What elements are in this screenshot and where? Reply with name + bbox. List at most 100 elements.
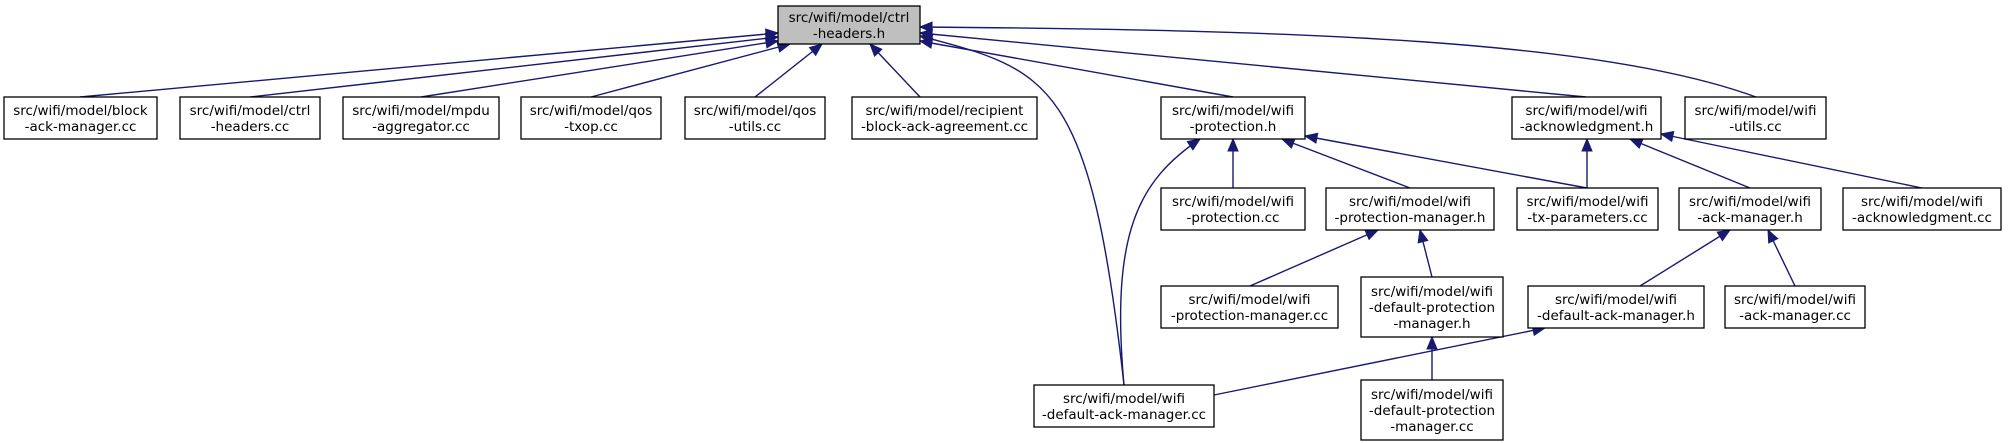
node-wifi-ack-manager-h[interactable]: src/wifi/model/wifi-ack-manager.h <box>1678 187 1822 231</box>
node-wifi-protection-cc[interactable]: src/wifi/model/wifi-protection.cc <box>1160 187 1306 231</box>
node-label-line: -protection-manager.cc <box>1171 308 1328 324</box>
node-label-line: -headers.h <box>813 26 885 42</box>
node-qos-utils-cc[interactable]: src/wifi/model/qos-utils.cc <box>684 96 826 140</box>
arrowhead-icon <box>1186 138 1202 151</box>
node-wifi-protection-manager-cc[interactable]: src/wifi/model/wifi-protection-manager.c… <box>1160 285 1339 329</box>
edge-line <box>1213 327 1546 396</box>
node-label-line: -tx-parameters.cc <box>1527 210 1647 226</box>
node-box <box>1678 187 1822 231</box>
node-box <box>1527 285 1705 329</box>
arrowhead-icon <box>1659 130 1675 143</box>
node-wifi-acknowledgment-h[interactable]: src/wifi/model/wifi-acknowledgment.h <box>1511 96 1662 140</box>
edge-qos_txop_cc-to-root <box>590 41 792 98</box>
node-wifi-acknowledgment-cc[interactable]: src/wifi/model/wifi-acknowledgment.cc <box>1842 187 2002 231</box>
edge-wifi_protection_cc-to-wifi_protection_h <box>1227 137 1239 188</box>
node-label-line: src/wifi/model/wifi <box>1734 292 1856 308</box>
edge-wifi_tx_parameters_cc-to-wifi_protection_h <box>1303 132 1588 189</box>
node-ctrl-headers-cc[interactable]: src/wifi/model/ctrl-headers.cc <box>179 96 321 140</box>
node-label-line: src/wifi/model/recipient <box>866 103 1024 119</box>
node-box <box>1842 187 2002 231</box>
node-wifi-protection-h[interactable]: src/wifi/model/wifi-protection.h <box>1160 96 1306 140</box>
arrowhead-icon <box>918 28 933 40</box>
edge-line <box>919 40 1234 98</box>
node-label-line: -default-protection <box>1369 300 1495 316</box>
node-wifi-protection-manager-h[interactable]: src/wifi/model/wifi-protection-manager.h <box>1325 187 1495 231</box>
node-box <box>1360 276 1504 338</box>
edge-mpdu_aggregator_cc-to-root <box>420 37 780 98</box>
edge-block_ack_manager_cc-to-root <box>79 28 780 98</box>
node-wifi-default-protection-manager-h[interactable]: src/wifi/model/wifi-default-protection-m… <box>1360 276 1504 338</box>
edge-wifi_acknowledgment_h-to-root <box>918 28 1587 98</box>
node-label-line: -aggregator.cc <box>372 119 470 135</box>
node-qos-txop-cc[interactable]: src/wifi/model/qos-txop.cc <box>520 96 662 140</box>
arrowhead-icon <box>1364 229 1380 241</box>
arrowhead-icon <box>1280 138 1296 149</box>
node-root[interactable]: src/wifi/model/ctrl-headers.h <box>777 5 921 45</box>
node-label-line: src/wifi/model/qos <box>530 103 653 119</box>
arrowhead-icon <box>1716 229 1732 242</box>
node-label-line: src/wifi/model/wifi <box>1172 194 1294 210</box>
node-wifi-default-protection-manager-cc[interactable]: src/wifi/model/wifi-default-protection-m… <box>1360 379 1504 441</box>
node-wifi-utils-cc[interactable]: src/wifi/model/wifi-utils.cc <box>1684 96 1827 140</box>
node-label-line: -utils.cc <box>1729 119 1781 135</box>
edge-wifi_protection_manager_cc-to-wifi_protection_manager_h <box>1249 229 1380 287</box>
node-label-line: src/wifi/model/wifi <box>1527 194 1649 210</box>
edge-wifi_tx_parameters_cc-to-wifi_acknowledgment_h <box>1581 137 1593 188</box>
node-box <box>1684 96 1827 140</box>
edge-ctrl_headers_cc-to-root <box>249 32 780 98</box>
node-label-line: src/wifi/model/wifi <box>1189 292 1311 308</box>
arrowhead-icon <box>918 21 933 33</box>
node-box <box>3 96 158 140</box>
arrowhead-icon <box>1767 228 1779 244</box>
edges-layer <box>79 21 1923 396</box>
arrowhead-icon <box>1417 228 1429 244</box>
edge-wifi_utils_cc-to-root <box>918 21 1757 98</box>
node-label-line: src/wifi/model/mpdu <box>352 103 490 119</box>
edge-line <box>919 32 1587 98</box>
node-box <box>777 5 921 45</box>
node-box <box>342 96 500 140</box>
edge-wifi_ack_manager_h-to-wifi_acknowledgment_h <box>1628 138 1751 189</box>
node-wifi-ack-manager-cc[interactable]: src/wifi/model/wifi-ack-manager.cc <box>1724 285 1866 329</box>
edge-line <box>420 40 779 98</box>
node-label-line: src/wifi/model/qos <box>694 103 817 119</box>
edge-line <box>1629 138 1751 189</box>
node-recipient-block-ack-cc[interactable]: src/wifi/model/recipient-block-ack-agree… <box>851 96 1038 140</box>
node-wifi-tx-parameters-cc[interactable]: src/wifi/model/wifi-tx-parameters.cc <box>1516 187 1659 231</box>
edge-wifi_default_ack_manager_h-to-wifi_ack_manager_h <box>1639 229 1732 287</box>
node-label-line: -default-ack-manager.h <box>1537 308 1695 324</box>
edge-line <box>1249 229 1379 287</box>
node-block-ack-manager-cc[interactable]: src/wifi/model/block-ack-manager.cc <box>3 96 158 140</box>
edge-wifi_protection_h-to-root <box>918 37 1234 98</box>
edge-qos_utils_cc-to-root <box>754 43 824 98</box>
node-label-line: src/wifi/model/wifi <box>1063 391 1185 407</box>
node-wifi-default-ack-manager-h[interactable]: src/wifi/model/wifi-default-ack-manager.… <box>1527 285 1705 329</box>
edge-line <box>1304 135 1588 189</box>
node-wifi-default-ack-manager-cc[interactable]: src/wifi/model/wifi-default-ack-manager.… <box>1033 384 1215 428</box>
node-label-line: -txop.cc <box>564 119 618 135</box>
arrowhead-icon <box>1581 137 1593 152</box>
node-box <box>684 96 826 140</box>
edge-line <box>754 43 823 98</box>
node-box <box>1360 379 1504 441</box>
edge-line <box>1281 138 1411 189</box>
node-label-line: -ack-manager.cc <box>25 119 137 135</box>
edge-wifi_acknowledgment_cc-to-wifi_acknowledgment_h <box>1659 130 1923 189</box>
arrowhead-icon <box>808 43 824 57</box>
node-box <box>1160 96 1306 140</box>
edge-wifi_ack_manager_cc-to-wifi_ack_manager_h <box>1767 228 1796 287</box>
node-label-line: -ack-manager.cc <box>1739 308 1851 324</box>
node-label-line: -protection.cc <box>1187 210 1280 226</box>
node-label-line: src/wifi/model/wifi <box>1861 194 1983 210</box>
node-mpdu-aggregator-cc[interactable]: src/wifi/model/mpdu-aggregator.cc <box>342 96 500 140</box>
edge-wifi_default_protection_manager_cc-to-wifi_default_protection_manager_h <box>1426 335 1438 380</box>
node-label-line: -block-ack-agreement.cc <box>861 119 1028 135</box>
node-box <box>179 96 321 140</box>
edge-wifi_default_protection_manager_h-to-wifi_protection_manager_h <box>1417 228 1433 278</box>
node-label-line: -ack-manager.h <box>1697 210 1803 226</box>
node-box <box>1033 384 1215 428</box>
node-label-line: src/wifi/model/wifi <box>1689 194 1811 210</box>
node-box <box>1160 187 1306 231</box>
arrowhead-icon <box>764 37 780 49</box>
node-label-line: -protection-manager.h <box>1335 210 1486 226</box>
